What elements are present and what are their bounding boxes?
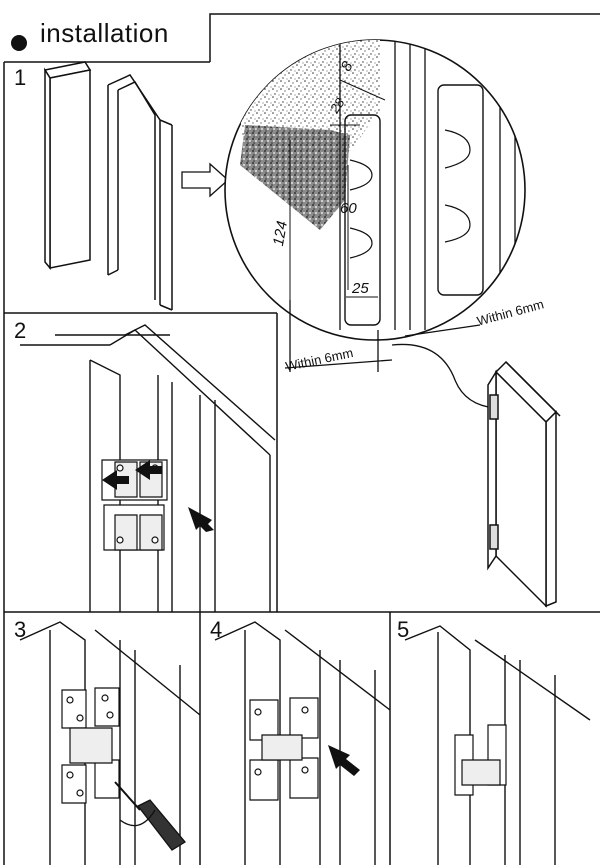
panel-frame — [4, 14, 600, 865]
step3-hinge-icon — [62, 688, 119, 803]
step4-hinge-icon — [250, 698, 318, 800]
dim-height-slot: 60 — [340, 200, 357, 217]
assembled-door — [488, 362, 560, 606]
magnified-detail — [225, 30, 525, 340]
step3-scene — [20, 622, 200, 865]
page-title: installation — [40, 18, 169, 48]
step-number-5: 5 — [397, 617, 410, 642]
step5-hinge-icon — [455, 725, 506, 795]
bullet-dot-icon — [11, 35, 27, 51]
step-number-3: 3 — [14, 617, 27, 642]
step2-push-arrows-icon — [102, 460, 214, 532]
step1-door-frame — [108, 75, 172, 310]
step-number-2: 2 — [14, 318, 27, 343]
arrow-right-icon — [182, 164, 228, 196]
step-number-1: 1 — [14, 65, 27, 90]
step1-door-leaf — [45, 62, 90, 268]
step-number-4: 4 — [210, 617, 223, 642]
dim-slot-width: 25 — [352, 280, 369, 297]
detail-connector — [285, 300, 495, 408]
header: installation — [0, 0, 210, 62]
step4-push-arrow-icon — [328, 745, 360, 776]
screwdriver-icon — [115, 782, 185, 850]
